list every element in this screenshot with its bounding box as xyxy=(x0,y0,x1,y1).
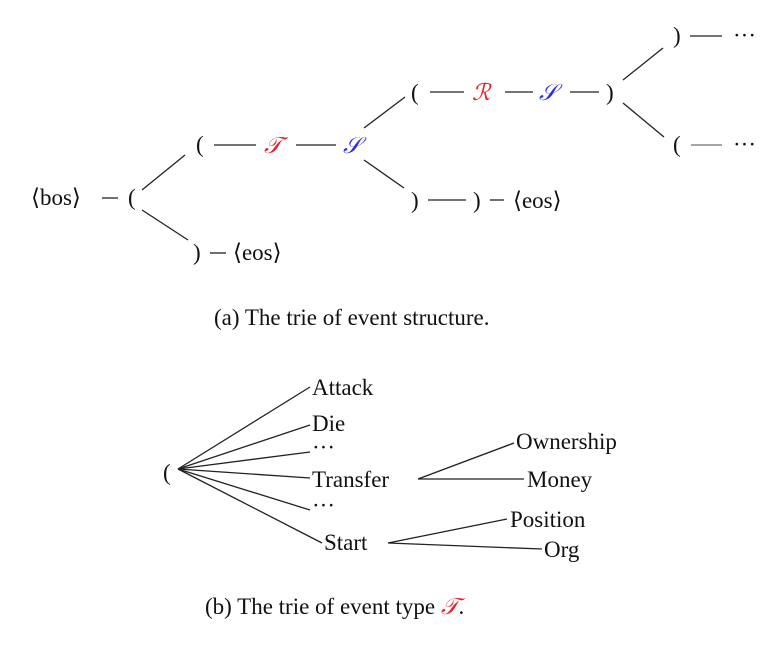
panel-a-event-structure-trie: ⟨bos⟩ ( ) ⟨eos⟩ ( 𝒯 𝒮 ) ) ⟨eos⟩ ( ℛ 𝒮 ) xyxy=(31,23,756,330)
caption-b-period: . xyxy=(459,594,465,619)
type-transfer: Transfer xyxy=(312,467,389,492)
role-sub-symbol-S: 𝒮 xyxy=(539,80,563,106)
type-root-paren: ( xyxy=(163,460,171,485)
bos-token: ⟨bos⟩ xyxy=(31,185,81,210)
s-close-paren: ) xyxy=(411,188,419,213)
edge-s-upper xyxy=(363,96,406,129)
root-open-paren: ( xyxy=(128,185,136,210)
edge-ellipsis-1 xyxy=(177,451,311,470)
role-symbol-R: ℛ xyxy=(472,80,492,106)
lower-close-paren: ) xyxy=(193,240,201,265)
edge-die xyxy=(177,424,311,470)
edge-transfer xyxy=(177,468,311,479)
role-open-paren: ( xyxy=(411,80,419,105)
type-symbol-T: 𝒯 xyxy=(264,133,289,159)
edge-attack xyxy=(177,386,311,470)
edge-ellipsis-2 xyxy=(177,468,311,511)
edge-start xyxy=(177,468,323,544)
type-money: Money xyxy=(527,467,593,492)
type-org: Org xyxy=(544,537,580,562)
edge-position xyxy=(387,518,508,544)
sub-symbol-S: 𝒮 xyxy=(343,133,367,159)
right-open-paren: ( xyxy=(673,132,681,157)
top-ellipsis: ··· xyxy=(733,23,756,48)
lower-eos-token: ⟨eos⟩ xyxy=(233,240,282,265)
caption-a: (a) The trie of event structure. xyxy=(214,305,489,330)
caption-b: (b) The trie of event type 𝒯. xyxy=(205,594,466,620)
edge-root-upper xyxy=(141,154,186,191)
edge-org xyxy=(387,542,543,550)
top-close-paren: ) xyxy=(673,23,681,48)
type-position: Position xyxy=(510,507,586,532)
edge-role-upper xyxy=(622,47,664,81)
type-ellipsis-1: ··· xyxy=(312,435,335,460)
type-die: Die xyxy=(312,411,345,436)
type-start: Start xyxy=(324,530,368,555)
event-close-paren: ) xyxy=(473,188,481,213)
caption-b-text: (b) The trie of event type xyxy=(205,594,441,619)
edge-ownership xyxy=(417,442,515,480)
edge-root-lower xyxy=(141,209,189,241)
type-ellipsis-2: ··· xyxy=(312,493,335,518)
event-open-paren: ( xyxy=(196,132,204,157)
type-attack: Attack xyxy=(312,375,374,400)
edge-role-lower xyxy=(622,102,665,138)
edge-s-lower xyxy=(363,159,405,189)
right-ellipsis: ··· xyxy=(733,132,756,157)
final-eos-token: ⟨eos⟩ xyxy=(513,188,562,213)
type-ownership: Ownership xyxy=(516,429,617,454)
role-close-paren: ) xyxy=(606,80,614,105)
panel-b-event-type-trie: ( Attack Die ··· Transfer ··· Start Owne… xyxy=(163,375,617,620)
